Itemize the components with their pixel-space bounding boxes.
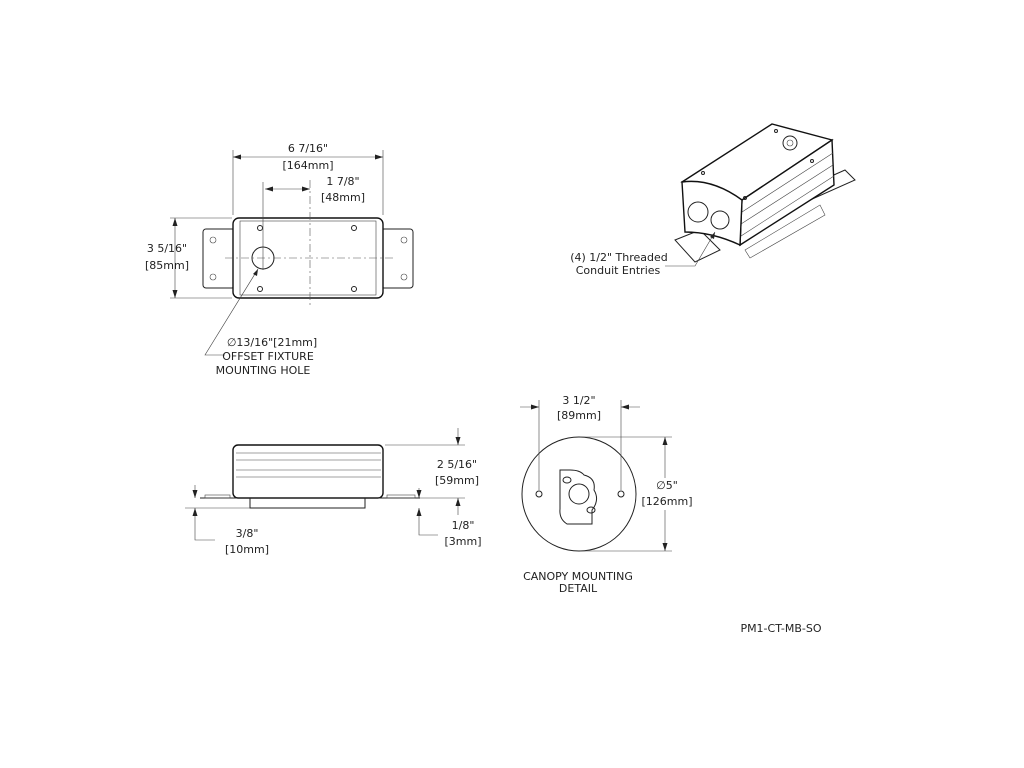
width-in: 6 7/16": [288, 142, 328, 155]
flange-in: 3/8": [236, 527, 259, 540]
part-number: PM1-CT-MB-SO: [740, 622, 821, 635]
side-view: 2 5/16" [59mm] 3/8" [10mm] 1/8" [3mm]: [185, 428, 482, 556]
height-in: 3 5/16": [147, 242, 187, 255]
plate-in: 1/8": [452, 519, 475, 532]
canopy-dia-mm: [126mm]: [641, 495, 692, 508]
right-flange: [380, 228, 414, 289]
hole-label-2: MOUNTING HOLE: [216, 364, 311, 377]
height-mm: [85mm]: [145, 259, 189, 272]
canopy-title-1: CANOPY MOUNTING: [523, 570, 633, 583]
spacing-mm: [89mm]: [557, 409, 601, 422]
side-height-mm: [59mm]: [435, 474, 479, 487]
conduit-entry: [687, 201, 709, 223]
bottom-plate: [249, 497, 366, 509]
hole-diameter: ∅13/16"[21mm]: [227, 336, 317, 349]
hole-label-1: OFFSET FIXTURE: [222, 350, 314, 363]
left-flange: [202, 228, 236, 289]
canopy-outline: [521, 436, 637, 552]
side-height-in: 2 5/16": [437, 458, 477, 471]
canopy-title-2: DETAIL: [559, 582, 598, 595]
offset-in: 1 7/8": [326, 175, 359, 188]
conduit-label-2: Conduit Entries: [576, 264, 661, 277]
width-mm: [164mm]: [282, 159, 333, 172]
canopy-detail: 3 1/2" [89mm] ∅5" [126mm] CANOPY MOUNTIN…: [520, 394, 693, 595]
enclosure-iso-front: [681, 180, 743, 247]
top-view: 6 7/16" [164mm] 1 7/8" [48mm] 3 5/16" [8…: [145, 142, 414, 377]
center-hole: [568, 483, 590, 505]
conduit-label-1: (4) 1/2" Threaded: [570, 251, 668, 264]
plate-mm: [3mm]: [444, 535, 481, 548]
canopy-dia-in: ∅5": [656, 479, 678, 492]
offset-mm: [48mm]: [321, 191, 365, 204]
spacing-in: 3 1/2": [562, 394, 595, 407]
isometric-view: (4) 1/2" Threaded Conduit Entries: [570, 123, 856, 277]
conduit-entry: [710, 210, 730, 230]
flange-mm: [10mm]: [225, 543, 269, 556]
